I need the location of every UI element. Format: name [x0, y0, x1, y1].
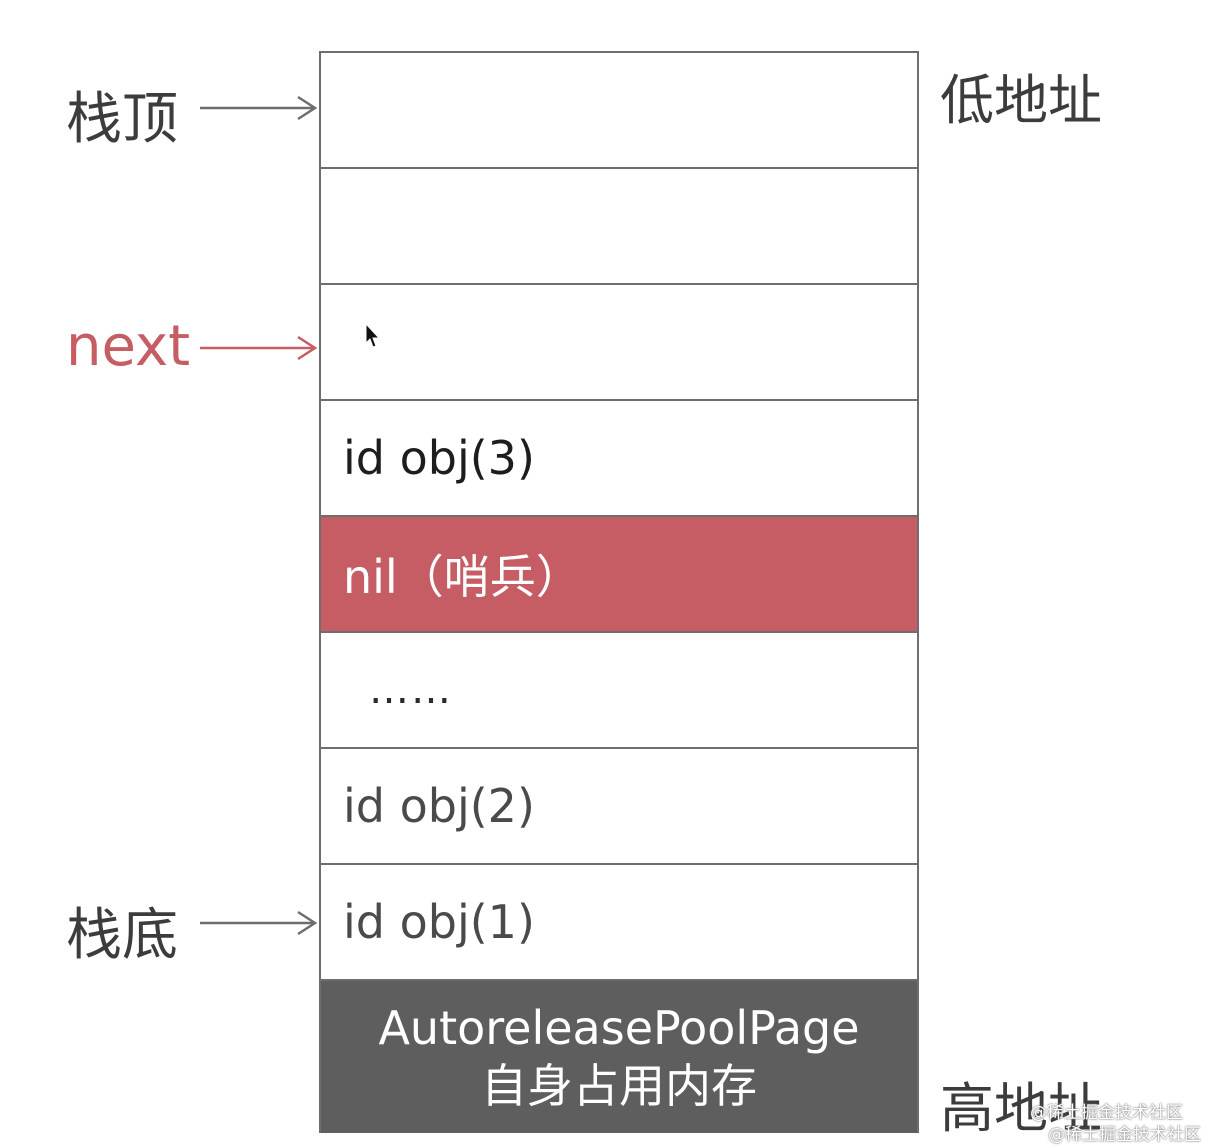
ellipsis-slot: ……	[321, 633, 917, 749]
page-self-subtitle: 自身占用内存	[481, 1059, 757, 1113]
autorelease-pool-page-stack: id obj(3) nil（哨兵） …… id obj(2) id obj(1)…	[319, 51, 919, 1133]
ellipsis-text: ……	[369, 667, 453, 713]
page-self-title: AutoreleasePoolPage	[378, 1001, 860, 1055]
watermark-line-2: @稀土掘金技术社区	[1048, 1125, 1201, 1145]
stack-bottom-label: 栈底	[66, 903, 178, 968]
obj1-text: id obj(1)	[343, 895, 535, 949]
page-self-memory: AutoreleasePoolPage 自身占用内存	[321, 981, 917, 1133]
sentinel-text: nil（哨兵）	[343, 550, 582, 604]
high-address-label: 高地址	[940, 1077, 1102, 1140]
obj3-text: id obj(3)	[343, 431, 535, 485]
watermark-line-1: @稀土掘金技术社区	[1030, 1103, 1183, 1123]
next-slot	[321, 285, 917, 401]
obj1-slot: id obj(1)	[321, 865, 917, 981]
stack-top-arrow	[200, 95, 318, 121]
sentinel-slot: nil（哨兵）	[321, 517, 917, 633]
low-address-label: 低地址	[940, 69, 1102, 132]
mouse-pointer-icon	[365, 323, 381, 348]
obj2-text: id obj(2)	[343, 779, 535, 833]
empty-slot-2	[321, 169, 917, 285]
empty-slot-1	[321, 53, 917, 169]
next-label: next	[66, 314, 191, 379]
obj3-slot: id obj(3)	[321, 401, 917, 517]
stack-top-label: 栈顶	[66, 87, 178, 152]
stack-bottom-arrow	[200, 910, 318, 936]
next-arrow	[200, 335, 318, 361]
obj2-slot: id obj(2)	[321, 749, 917, 865]
